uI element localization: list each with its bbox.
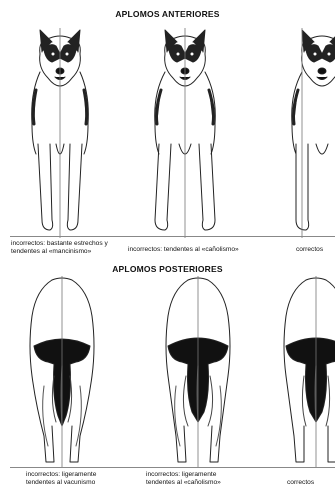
rear-caption-2: incorrectos: ligeramente tendentes al «c… [146, 471, 221, 487]
rear-ground-line [10, 467, 335, 468]
rear-dog-figure-3 [276, 276, 335, 472]
front-dog-figure-3 [282, 24, 335, 240]
front-ground-line [10, 236, 335, 237]
front-caption-3: correctos [296, 246, 323, 254]
front-dog-figure-1 [22, 24, 98, 240]
rear-caption-3: correctos [287, 479, 314, 487]
front-caption-2: incorrectos: tendentes al «cañolismo» [128, 246, 239, 254]
rear-caption-1: incorrectos: ligeramente tendentes al va… [26, 471, 96, 487]
front-section-title: APLOMOS ANTERIORES [0, 9, 335, 19]
rear-section-title: APLOMOS POSTERIORES [0, 264, 335, 274]
rear-dog-figure-1 [22, 276, 102, 472]
front-caption-1: incorrectos: bastante estrechos y tenden… [11, 240, 108, 256]
front-dog-figure-2 [145, 24, 225, 240]
rear-dog-figure-2 [158, 276, 238, 472]
